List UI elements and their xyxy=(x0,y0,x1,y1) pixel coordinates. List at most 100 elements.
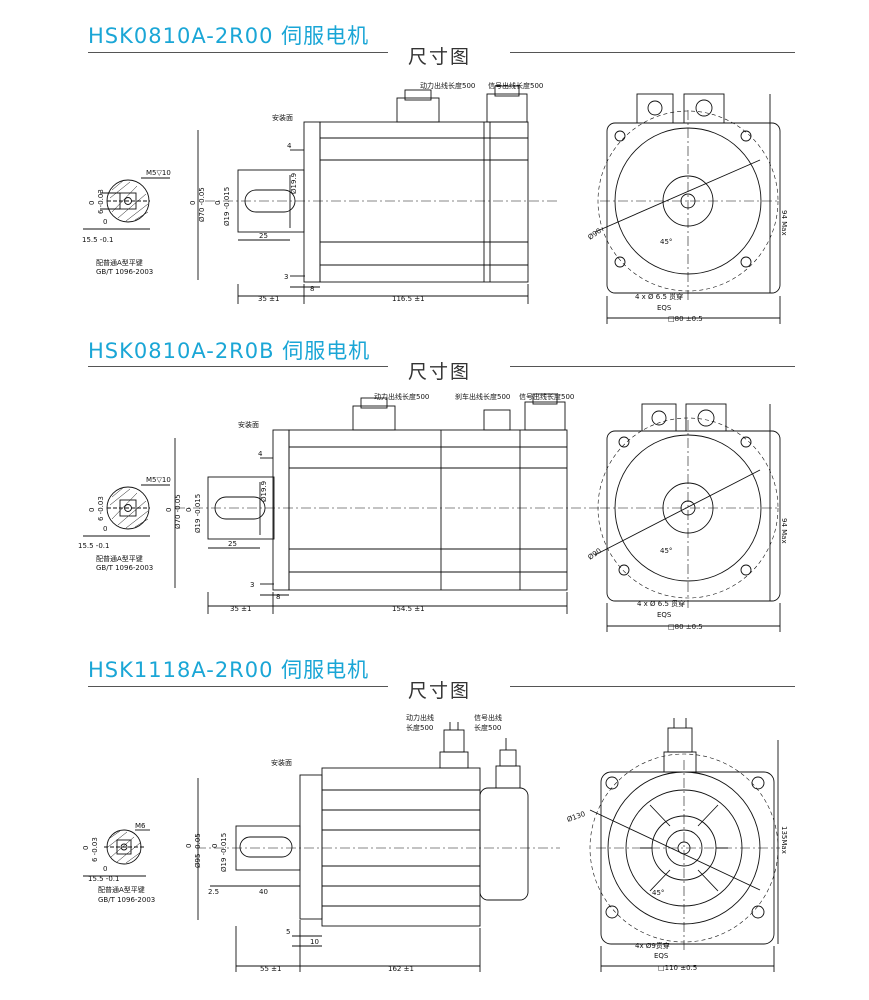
label-key-h-tol: 0 xyxy=(103,865,107,873)
label-dim-2-5: 2.5 xyxy=(208,888,219,896)
shaft-key xyxy=(244,189,296,213)
label-power-cable: 动力出线长度500 xyxy=(374,392,429,401)
motor-body xyxy=(319,121,529,283)
drawing-canvas: 动力出线 长度500 信号出线 长度500 安装面 M6 配普通A型平键 GB/… xyxy=(82,713,788,973)
label-mount-face: 安装面 xyxy=(238,420,259,429)
label-shaft-small-tol: 0 xyxy=(211,844,219,848)
label-holes: 4 x Ø 6.5 贯穿 xyxy=(637,599,685,608)
label-holes: 4 x Ø 6.5 贯穿 xyxy=(635,292,683,301)
label-screw: M5▽10 xyxy=(146,169,171,177)
shaft-front-circle xyxy=(665,829,703,867)
front-body-circle xyxy=(607,771,761,925)
label-shaft-small-tol: 0 xyxy=(185,508,193,512)
label-eqs: EQS xyxy=(657,611,672,619)
label-square: □80 ±0.5 xyxy=(668,623,703,631)
label-dim-25: 25 xyxy=(259,232,268,240)
label-dim-5: 5 xyxy=(286,928,290,936)
label-dim-4: 4 xyxy=(258,450,263,458)
label-height-max: 94 Max xyxy=(780,518,788,544)
label-dim-4: 4 xyxy=(287,142,292,150)
label-dim-shaft-len: 35 ±1 xyxy=(258,295,279,303)
label-screw: M6 xyxy=(135,822,146,830)
label-angle: 45° xyxy=(660,238,672,246)
motor-body xyxy=(288,429,568,591)
label-power-cable-2: 长度500 xyxy=(406,723,433,732)
label-key-note-2: GB/T 1096-2003 xyxy=(98,896,155,904)
divider-line xyxy=(510,52,795,53)
mount-flange xyxy=(272,429,290,591)
shaft-key xyxy=(239,836,293,858)
mount-hole xyxy=(740,436,752,448)
label-dim-3: 3 xyxy=(284,273,288,281)
shaft-key xyxy=(214,496,266,520)
tap-hole xyxy=(120,843,128,851)
label-shaft-dia: Ø70 -0.05 xyxy=(198,187,206,222)
power-connector xyxy=(352,405,396,431)
label-shaft-inner: Ø19.9 xyxy=(260,481,268,502)
label-dim-3: 3 xyxy=(250,581,254,589)
mount-hole xyxy=(740,256,752,268)
label-dim-body-len: 116.5 ±1 xyxy=(392,295,425,303)
power-connector xyxy=(439,751,469,769)
front-connector xyxy=(636,93,674,124)
label-key-w-tol: 0 xyxy=(88,201,96,205)
label-shaft-inner: Ø19.9 xyxy=(290,173,298,194)
drawing-canvas: 动力出线长度500 刹车出线长度500 信号出线长度500 安装面 M5▽10 … xyxy=(78,392,788,632)
mount-hole xyxy=(618,564,630,576)
label-key-note-1: 配普通A型平键 xyxy=(98,885,145,894)
label-shaft-small: Ø19 -0.015 xyxy=(194,494,202,533)
mount-hole xyxy=(740,564,752,576)
signal-connector xyxy=(486,93,528,123)
label-key-w: 6 -0.03 xyxy=(91,837,99,862)
divider-line xyxy=(88,52,388,53)
label-dim-8: 8 xyxy=(276,593,280,601)
signal-connector xyxy=(524,401,566,431)
label-brake-cable: 刹车出线长度500 xyxy=(455,392,510,401)
label-shaft-dia-tol: 0 xyxy=(185,844,193,848)
label-key-h: 15.5 -0.1 xyxy=(88,875,119,883)
label-dim-body-len: 162 ±1 xyxy=(388,965,414,973)
label-power-cable: 动力出线长度500 xyxy=(420,81,475,90)
label-key-w: 6 -0.03 xyxy=(97,189,105,214)
label-height-max: 135Max xyxy=(780,826,788,854)
motor-body xyxy=(321,767,481,927)
label-key-h-tol: 0 xyxy=(103,525,107,533)
front-connector xyxy=(641,403,677,432)
label-key-h: 15.5 -0.1 xyxy=(78,542,109,550)
label-signal-cable-1: 信号出线 xyxy=(474,713,502,722)
label-key-note-2: GB/T 1096-2003 xyxy=(96,268,153,276)
label-pcd: Ø90 xyxy=(587,227,603,242)
label-shaft-small: Ø19 -0.015 xyxy=(223,187,231,226)
mount-hole xyxy=(614,130,626,142)
label-shaft-dia: Ø95 -0.05 xyxy=(194,833,202,868)
label-shaft-dia: Ø70 -0.05 xyxy=(174,494,182,529)
front-flange-square xyxy=(606,122,781,294)
label-dim-shaft-len: 35 ±1 xyxy=(230,605,251,613)
mount-flange xyxy=(303,121,321,283)
section-title: HSK0810A-2R00 伺服电机 xyxy=(88,24,370,48)
label-key-note-1: 配普通A型平键 xyxy=(96,258,143,267)
mount-hole xyxy=(740,130,752,142)
label-shaft-dia-tol: 0 xyxy=(189,201,197,205)
mount-hole xyxy=(605,776,619,790)
label-height-max: 94 Max xyxy=(780,210,788,236)
label-key-h: 15.5 -0.1 xyxy=(82,236,113,244)
mount-hole xyxy=(618,436,630,448)
label-angle: 45° xyxy=(660,547,672,555)
label-dim-25: 25 xyxy=(228,540,237,548)
power-connector xyxy=(396,97,440,123)
pcd-circle xyxy=(597,417,779,599)
label-square: □80 ±0.5 xyxy=(668,315,703,323)
label-signal-cable-2: 长度500 xyxy=(474,723,501,732)
label-angle: 45° xyxy=(652,889,664,897)
label-pcd: Ø90 xyxy=(587,547,603,562)
section-3: HSK1118A-2R00 伺服电机 尺寸图 xyxy=(0,640,869,1000)
label-power-cable-1: 动力出线 xyxy=(406,713,434,722)
label-square: □110 ±0.5 xyxy=(658,964,697,972)
label-shaft-small: Ø19 -0.015 xyxy=(220,833,228,872)
brake-connector xyxy=(483,409,511,431)
label-holes: 4x Ø9贯穿 xyxy=(635,941,670,950)
front-flange-square xyxy=(606,430,781,602)
section-2: HSK0810A-2R0B 伺服电机 尺寸图 xyxy=(0,330,869,640)
encoder-housing xyxy=(479,787,529,901)
